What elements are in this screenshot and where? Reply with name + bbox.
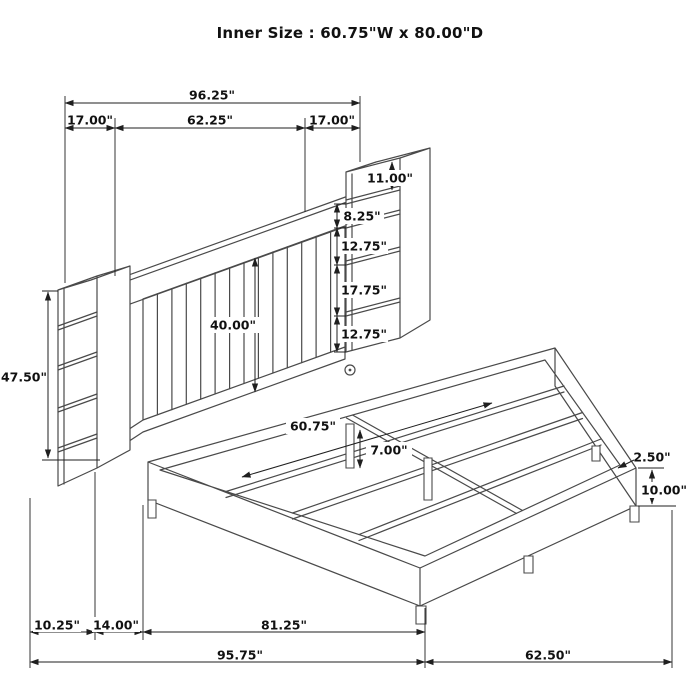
dim-label-pier-top-opening: 11.00" [367, 171, 413, 186]
dim-leader-rail-lip [617, 459, 635, 469]
left-pier-bookcase [57, 265, 131, 487]
dim-label-shelf-opening-3: 17.75" [341, 283, 387, 298]
hardware-detail-icon [344, 364, 356, 376]
label-backplate [366, 442, 412, 457]
dim-line-inner-width [241, 402, 493, 478]
dim-label-footboard-width: 62.50" [525, 648, 571, 663]
bed-slats [225, 385, 602, 542]
dim-label-pier-depth: 10.25" [34, 618, 80, 633]
label-backplate [207, 317, 259, 333]
dim-label-rail-height: 10.00" [641, 483, 687, 498]
label-backplate [639, 482, 689, 498]
dim-label-shelf-opening-2: 12.75" [341, 239, 387, 254]
dim-label-shelf-opening-1: 8.25" [343, 209, 380, 224]
dim-label-headboard-width: 62.25" [187, 113, 233, 128]
page-title: Inner Size : 60.75"W x 80.00"D [216, 24, 484, 42]
label-backplate [364, 170, 416, 186]
label-backplate [340, 238, 388, 254]
hardware-detail-dot [348, 368, 352, 372]
dimension-labels: 96.25" 17.00" 62.25" 17.00" 11.00" 8.25"… [1, 88, 689, 663]
dim-label-inner-width: 60.75" [290, 419, 336, 434]
dim-label-right-pier-width: 17.00" [309, 113, 355, 128]
dim-label-slat-area-length: 81.25" [261, 618, 307, 633]
label-backplate [340, 326, 388, 342]
label-backplate [33, 617, 81, 632]
bed-frame [147, 347, 640, 625]
dim-label-overall-depth: 95.75" [217, 648, 263, 663]
dim-label-pier-height: 47.50" [1, 370, 47, 385]
left-pier-shelves [57, 287, 98, 485]
dim-label-headboard-depth: 14.00" [93, 618, 139, 633]
dim-label-overall-width: 96.25" [189, 88, 235, 103]
dim-label-center-leg-height: 7.00" [370, 443, 407, 458]
dim-label-shelf-opening-4: 12.75" [341, 327, 387, 342]
label-backplate [340, 282, 388, 298]
dim-label-left-pier-width: 17.00" [67, 113, 113, 128]
label-backplate [92, 617, 140, 632]
label-backplate [286, 418, 340, 434]
left-pier-body [57, 265, 131, 487]
label-backplate [340, 208, 384, 224]
dim-label-headboard-height: 40.00" [210, 318, 256, 333]
dim-label-rail-lip-height: 2.50" [633, 450, 670, 465]
